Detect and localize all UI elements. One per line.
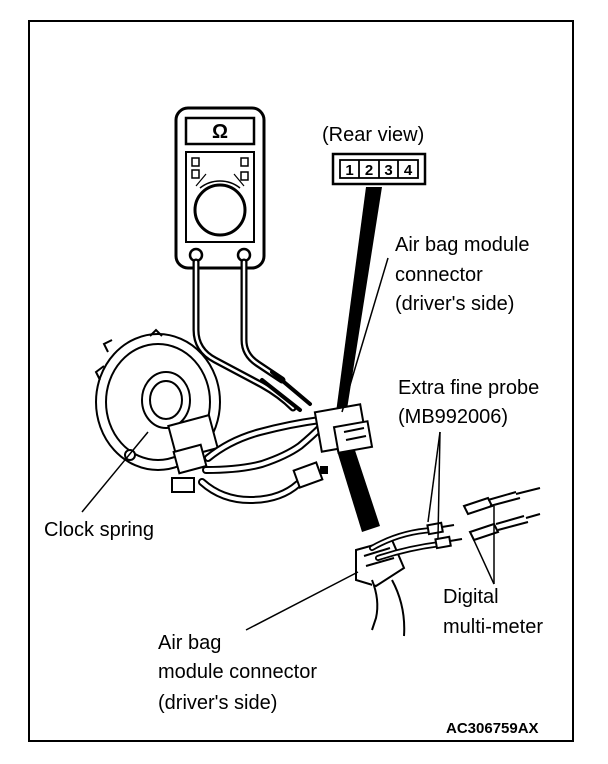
- multimeter-top: [174, 106, 266, 270]
- clock-spring-label: Clock spring: [44, 519, 155, 541]
- airbag-top-label-line2: connector: [395, 264, 483, 286]
- small-connector: [292, 461, 324, 489]
- pin-4: 4: [404, 162, 413, 179]
- harness-wires: [198, 416, 326, 505]
- meter-leads: [192, 258, 312, 412]
- probe-wires: [369, 527, 443, 561]
- connector-tab: [320, 466, 328, 474]
- probe-label-line2: (MB992006): [398, 406, 509, 428]
- leader-lines: [81, 257, 495, 631]
- airbag-bottom-label-line1: Air bag: [158, 632, 222, 654]
- airbag-top-label-line1: Air bag module: [395, 234, 530, 256]
- rear-view-label: (Rear view): [322, 124, 425, 146]
- airbag-connector-top: [313, 403, 374, 454]
- probe-label-line1: Extra fine probe: [398, 377, 540, 399]
- pin-1: 1: [345, 162, 353, 179]
- pin-3: 3: [384, 162, 392, 179]
- digital-meter-label-line1: Digital: [443, 586, 499, 608]
- airbag-bottom-label-line2: module connector: [158, 661, 317, 683]
- figure-code: AC306759AX: [446, 720, 539, 737]
- view-pointer-top: [335, 187, 382, 422]
- ohm-symbol: Ω: [212, 121, 228, 143]
- airbag-top-label-line3: (driver's side): [395, 293, 515, 315]
- pin-2: 2: [365, 162, 373, 179]
- multimeter-probes: [462, 487, 541, 542]
- extra-fine-probes: [426, 521, 463, 550]
- clock-spring: [94, 328, 221, 493]
- rear-view-connector: [331, 152, 427, 186]
- digital-meter-label-line2: multi-meter: [443, 616, 544, 638]
- airbag-bottom-label-line3: (driver's side): [158, 692, 278, 714]
